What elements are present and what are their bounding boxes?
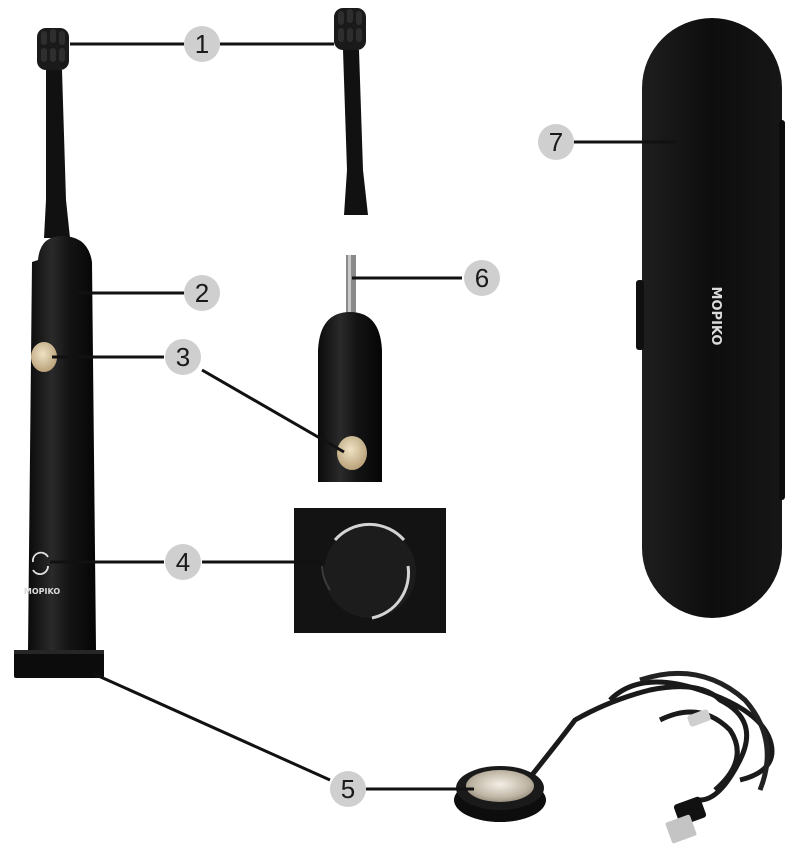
indicator-closeup — [294, 508, 446, 633]
charging-base — [454, 673, 772, 843]
callout-4: 4 — [165, 544, 201, 580]
callout-6: 6 — [464, 260, 500, 296]
callout-2: 2 — [184, 275, 220, 311]
drive-shaft-closeup — [318, 255, 382, 482]
case-brand-text: MOPIKO — [708, 287, 723, 346]
power-button-closeup — [337, 436, 367, 470]
svg-text:7: 7 — [549, 127, 563, 157]
callout-5: 5 — [330, 771, 366, 807]
charging-base-stand — [14, 650, 104, 678]
svg-text:5: 5 — [341, 774, 355, 804]
callout-1: 1 — [184, 26, 220, 62]
svg-text:6: 6 — [475, 263, 489, 293]
brush-head — [37, 28, 70, 238]
callout-7: 7 — [538, 124, 574, 160]
svg-text:1: 1 — [195, 29, 209, 59]
leader-5a — [94, 674, 330, 780]
spare-brush-head — [334, 8, 368, 215]
svg-text:4: 4 — [176, 547, 190, 577]
svg-text:3: 3 — [176, 342, 190, 372]
travel-case: MOPIKO — [636, 18, 785, 618]
toothbrush: MOPIKO — [14, 28, 104, 678]
svg-text:2: 2 — [195, 278, 209, 308]
callout-3: 3 — [165, 339, 201, 375]
handle-brand-text: MOPIKO — [24, 587, 60, 596]
